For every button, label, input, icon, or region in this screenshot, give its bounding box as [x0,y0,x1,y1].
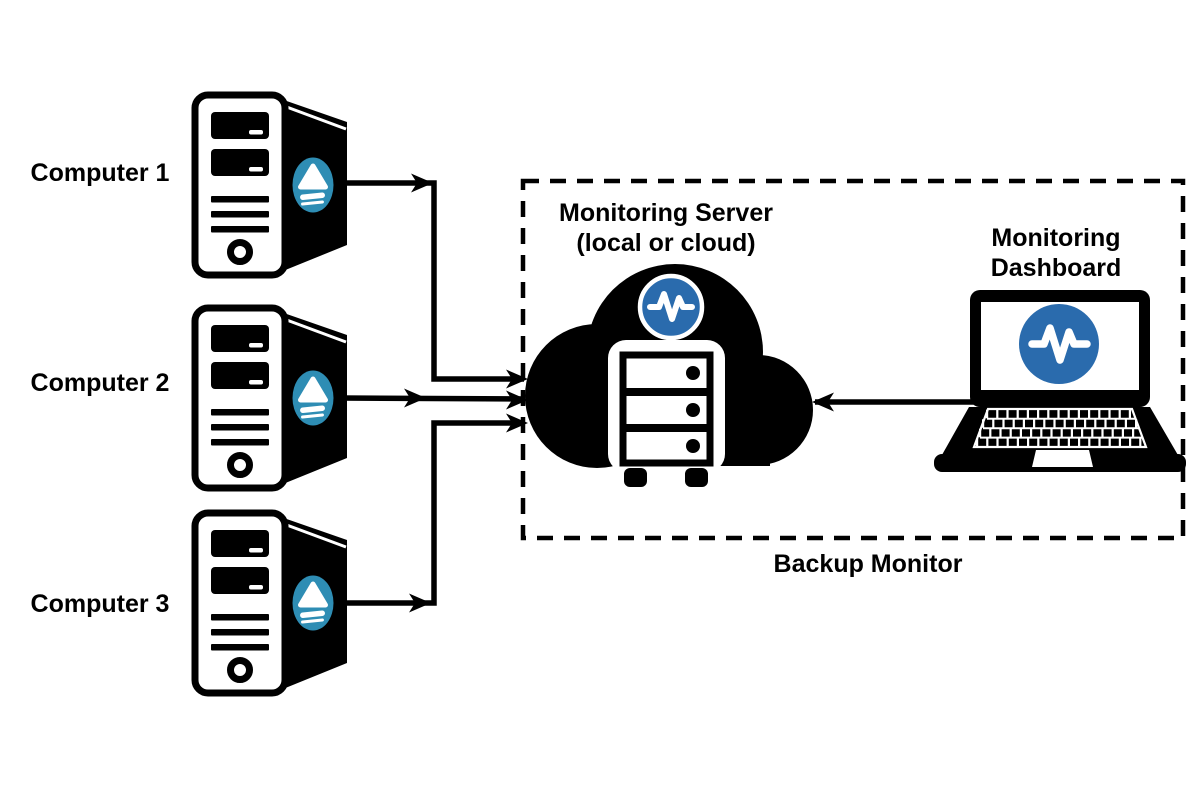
pulse-monitor-icon [637,273,705,341]
monitoring-dashboard-label-line2: Dashboard [991,254,1122,282]
laptop-keyboard [972,407,1148,449]
pulse-badge-circle [1019,304,1099,384]
arrow-computer1-to-server [340,173,528,389]
rack-foot [624,468,647,487]
server-rack-icon [608,340,725,487]
pulse-line [1028,324,1091,364]
arrow-computer2-to-server [339,388,528,410]
monitoring-server: Monitoring Server (local or cloud) [525,199,813,487]
computer-1-icon [195,95,347,275]
monitoring-dashboard-label-line1: Monitoring [991,224,1120,252]
backup-monitor-boundary [520,178,1186,541]
arrow-computer3-to-server [340,413,528,613]
computer-3-icon [195,513,347,693]
computer-2-label: Computer 2 [31,369,170,397]
laptop-trackpad [1032,450,1093,467]
monitoring-dashboard: Monitoring Dashboard [934,224,1186,472]
computer-1-label: Computer 1 [31,159,170,187]
laptop-icon [934,290,1186,472]
rack-drive-led [686,366,700,380]
laptop-base [938,407,1182,462]
arrow-dashboard-to-server [812,392,975,412]
computer-3-label: Computer 3 [31,590,170,618]
rack-foot [685,468,708,487]
rack-bay-separator [623,424,710,432]
pulse-monitor-icon [1019,304,1099,384]
rack-drive-led [686,439,700,453]
computer-2-icon [195,308,347,488]
group-label: Backup Monitor [774,550,963,578]
rack-drive-led [686,403,700,417]
monitoring-server-label-line1: Monitoring Server [559,199,773,227]
pulse-line [647,291,695,322]
rack-bay-separator [623,388,710,396]
monitoring-server-label-line2: (local or cloud) [576,229,755,257]
